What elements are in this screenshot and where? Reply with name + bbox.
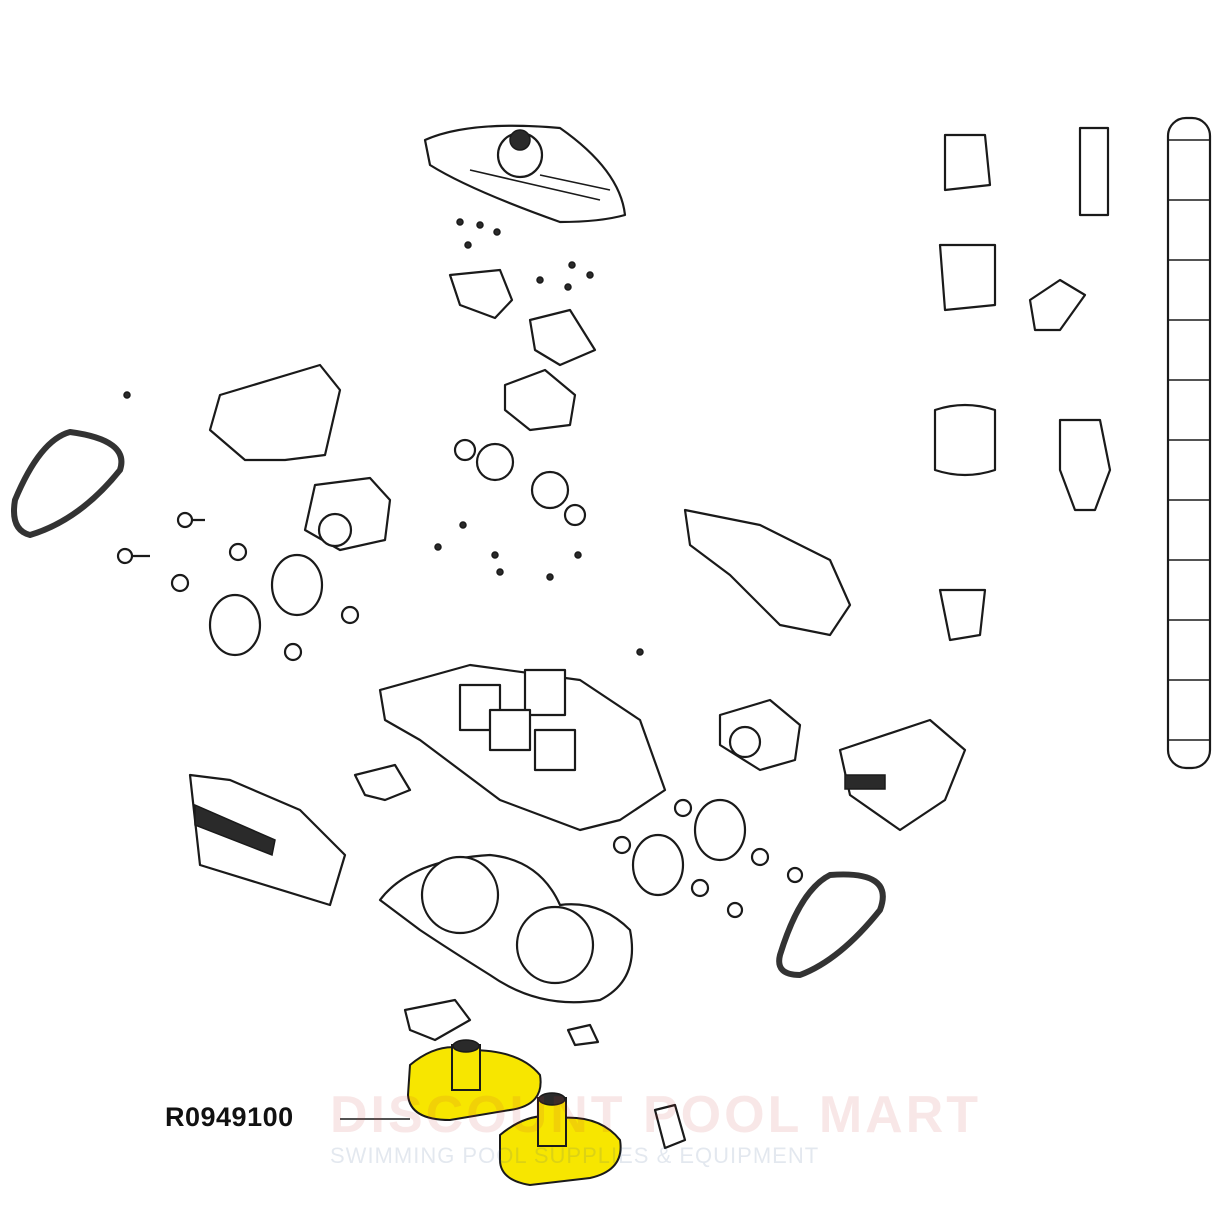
left-bumper — [188, 773, 347, 907]
clip — [353, 763, 412, 802]
right-drive-motor — [718, 698, 802, 772]
screws — [123, 218, 644, 656]
left-side-cover — [208, 363, 342, 462]
right-side-cover — [683, 508, 852, 637]
small-clip — [566, 1023, 600, 1047]
bracket — [403, 998, 472, 1042]
right-wheels — [612, 798, 804, 919]
track-left — [11, 429, 125, 538]
top-cover — [423, 124, 627, 224]
watermark-title: DISCOUNT POOL MART — [330, 1086, 982, 1144]
gear-assembly — [453, 438, 587, 527]
part-number-callout: R0949100 — [165, 1102, 294, 1132]
hose-fittings — [933, 126, 1112, 642]
long-hose — [1166, 116, 1212, 770]
base-plate — [378, 853, 634, 1004]
valve-housing — [448, 268, 597, 432]
left-drive-motor — [303, 476, 392, 552]
highlighted-part-r0949100 — [406, 1039, 622, 1187]
track-right — [776, 871, 886, 978]
chassis — [378, 663, 667, 832]
left-wheels — [116, 511, 360, 662]
right-bumper — [838, 718, 967, 832]
small-clip-2 — [653, 1103, 687, 1150]
watermark-subtitle: SWIMMING POOL SUPPLIES & EQUIPMENT — [330, 1143, 820, 1168]
